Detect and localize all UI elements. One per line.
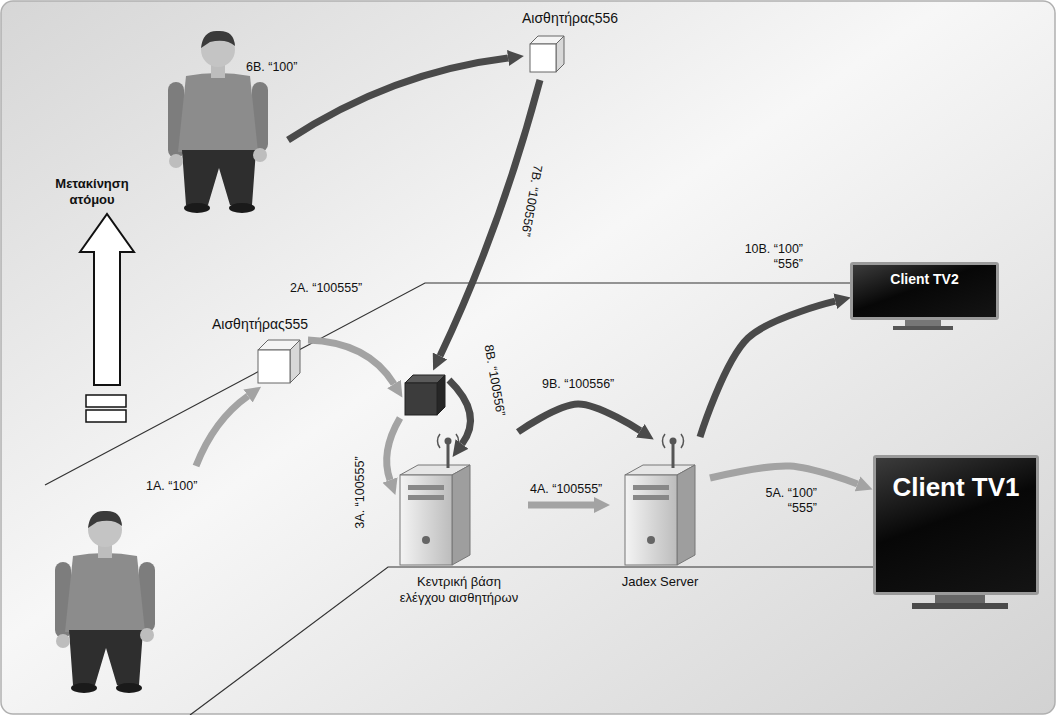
floor-line <box>45 283 850 485</box>
sensor-cube <box>258 340 300 383</box>
server-button <box>647 536 655 544</box>
data-flow-arrow <box>528 502 594 509</box>
server-face <box>400 475 452 565</box>
antenna-waves <box>437 434 458 448</box>
person-torso <box>65 553 145 632</box>
person-shoe <box>116 683 142 693</box>
tv-stand <box>905 320 941 326</box>
flow-arrow <box>196 396 248 466</box>
cube-face <box>258 350 290 383</box>
sensor-node: Αισθητήρας555 <box>208 314 312 383</box>
edge-label: 9B. “100556” <box>542 377 614 392</box>
step-label: 8B. “100556” <box>480 344 507 418</box>
server-button <box>422 536 430 544</box>
screen-label: Client TV1 <box>876 472 1036 503</box>
cube-face <box>437 375 445 415</box>
flow-arrow <box>308 340 394 384</box>
movement-arrow <box>80 214 134 385</box>
cube-face <box>556 36 564 72</box>
antenna <box>445 438 452 445</box>
server-label: Κεντρική βάση ελέγχου αισθητήρων <box>393 574 525 605</box>
server-face <box>677 465 695 565</box>
antenna <box>672 442 675 468</box>
person-hand <box>56 634 70 648</box>
edge-label: 5A. “100” “555” <box>755 486 817 516</box>
step-label: 2A. “100555” <box>290 281 362 296</box>
edge-label: 10B. “100” “556” <box>733 242 803 272</box>
person-hand <box>140 628 154 642</box>
step-label: 1A. “100” <box>146 479 197 494</box>
server-node: Κεντρική βάση ελέγχου αισθητήρων <box>390 432 528 605</box>
edge-label: 4A. “100555” <box>530 482 602 497</box>
tv-stand <box>893 326 953 330</box>
person-shoe <box>71 683 97 693</box>
person-shoe <box>184 203 210 213</box>
server-slot <box>633 485 669 490</box>
cube-face <box>530 44 556 72</box>
flow-arrow <box>449 380 470 444</box>
step-label: 6B. “100” <box>246 60 297 75</box>
hub-cube <box>405 375 445 415</box>
flow-arrow <box>288 58 508 140</box>
antenna <box>447 442 450 468</box>
floor-pad <box>86 410 126 422</box>
flow-arrow <box>387 418 400 480</box>
tv-stand <box>912 603 1008 609</box>
person-hair <box>88 511 122 528</box>
tv-stand <box>935 595 985 603</box>
server-tower <box>400 434 470 565</box>
sensor-label: Αισθητήρας555 <box>212 316 308 333</box>
floor-pad <box>86 395 126 407</box>
person-hand <box>169 154 183 168</box>
server-node: Jadex Server <box>610 437 710 590</box>
server-label: Jadex Server <box>613 574 707 590</box>
server-slot <box>408 495 444 500</box>
person-hand <box>253 148 267 162</box>
server-face <box>452 465 470 565</box>
antenna-waves <box>662 434 683 448</box>
person-figure <box>55 511 155 693</box>
person-hair <box>201 31 235 48</box>
data-flow-arrow <box>700 301 835 437</box>
sensor-node: Αισθητήρας556 <box>518 8 622 77</box>
cube-face <box>405 383 437 415</box>
client-tv: Client TV1 <box>873 455 1039 595</box>
antenna <box>670 438 677 445</box>
cube-face <box>290 340 300 383</box>
data-flow-arrow <box>710 466 858 484</box>
person-legs <box>69 630 143 685</box>
server-slot <box>633 495 669 500</box>
server-slot <box>408 485 444 490</box>
caption-label: Μετακίνηση ατόμου <box>40 176 144 207</box>
person-torso <box>178 73 258 152</box>
step-label: 3A. “100555” <box>353 456 368 528</box>
server-face <box>625 475 677 565</box>
person-legs <box>182 150 256 205</box>
screen-label: Client TV2 <box>853 271 996 287</box>
floor-line <box>190 567 873 715</box>
sensor-cube <box>530 36 564 72</box>
client-tv: Client TV2 <box>850 262 999 320</box>
person-figure <box>168 31 268 213</box>
data-flow-arrow <box>518 404 640 432</box>
person-shoe <box>229 203 255 213</box>
step-label: 7B. “100556” <box>517 164 544 238</box>
sensor-label: Αισθητήρας556 <box>522 10 618 27</box>
server-tower <box>625 434 695 565</box>
